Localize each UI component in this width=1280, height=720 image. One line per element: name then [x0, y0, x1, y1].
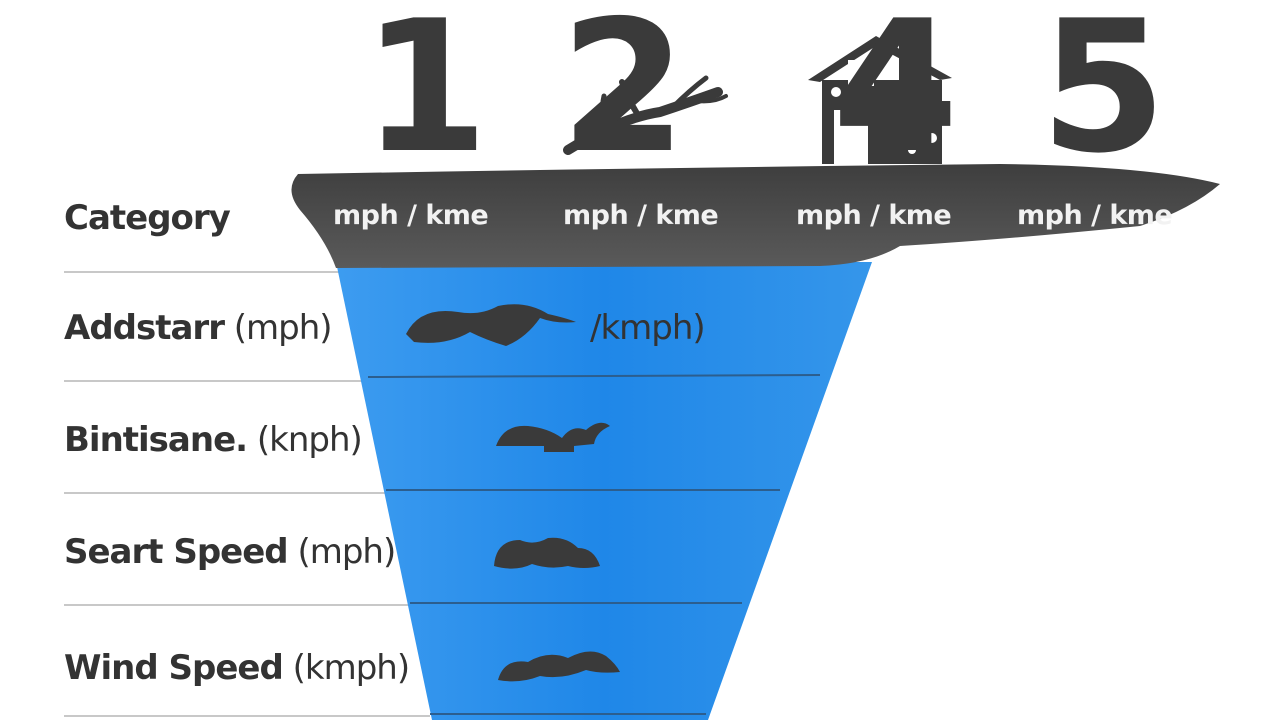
row-label-4-name: Wind Speed	[64, 648, 284, 688]
row-1-value-unit: /kmph)	[590, 308, 706, 348]
row-label-1-name: Addstarr	[64, 308, 225, 348]
row-label-2-unit: (knph)	[256, 420, 363, 460]
ground-band	[291, 164, 1220, 268]
category-header: Category	[64, 198, 231, 238]
row-label-1: Addstarr (mph)	[64, 308, 333, 348]
row-label-4-unit: (kmph)	[292, 648, 410, 688]
row-1-mark	[406, 304, 576, 346]
row-label-3: Seart Speed (mph)	[64, 532, 396, 572]
unit-label-4: mph / kme	[1017, 200, 1173, 231]
category-number-5: 5	[1040, 0, 1167, 193]
wind-value-marks	[406, 304, 620, 682]
unit-label-1: mph / kme	[333, 200, 489, 231]
row-label-3-unit: (mph)	[297, 532, 396, 572]
row-label-1-unit: (mph)	[233, 308, 333, 348]
row-4-mark	[498, 651, 620, 682]
funnel-row-lines	[367, 374, 821, 715]
damaged-house-icon	[808, 36, 952, 164]
category-number-4: 4	[832, 0, 959, 193]
row-2-mark	[496, 422, 610, 452]
row-3-mark	[494, 537, 600, 569]
row-label-2-name: Bintisane.	[64, 420, 248, 460]
row-label-4: Wind Speed (kmph)	[64, 648, 410, 688]
row-label-3-name: Seart Speed	[64, 532, 289, 572]
unit-label-3: mph / kme	[796, 200, 952, 231]
category-number-2: 2	[560, 0, 687, 193]
row-separators	[64, 271, 430, 717]
row-label-2: Bintisane. (knph)	[64, 420, 363, 460]
fallen-tree-icon	[563, 75, 728, 155]
unit-label-2: mph / kme	[563, 200, 719, 231]
category-number-1: 1	[362, 0, 489, 193]
